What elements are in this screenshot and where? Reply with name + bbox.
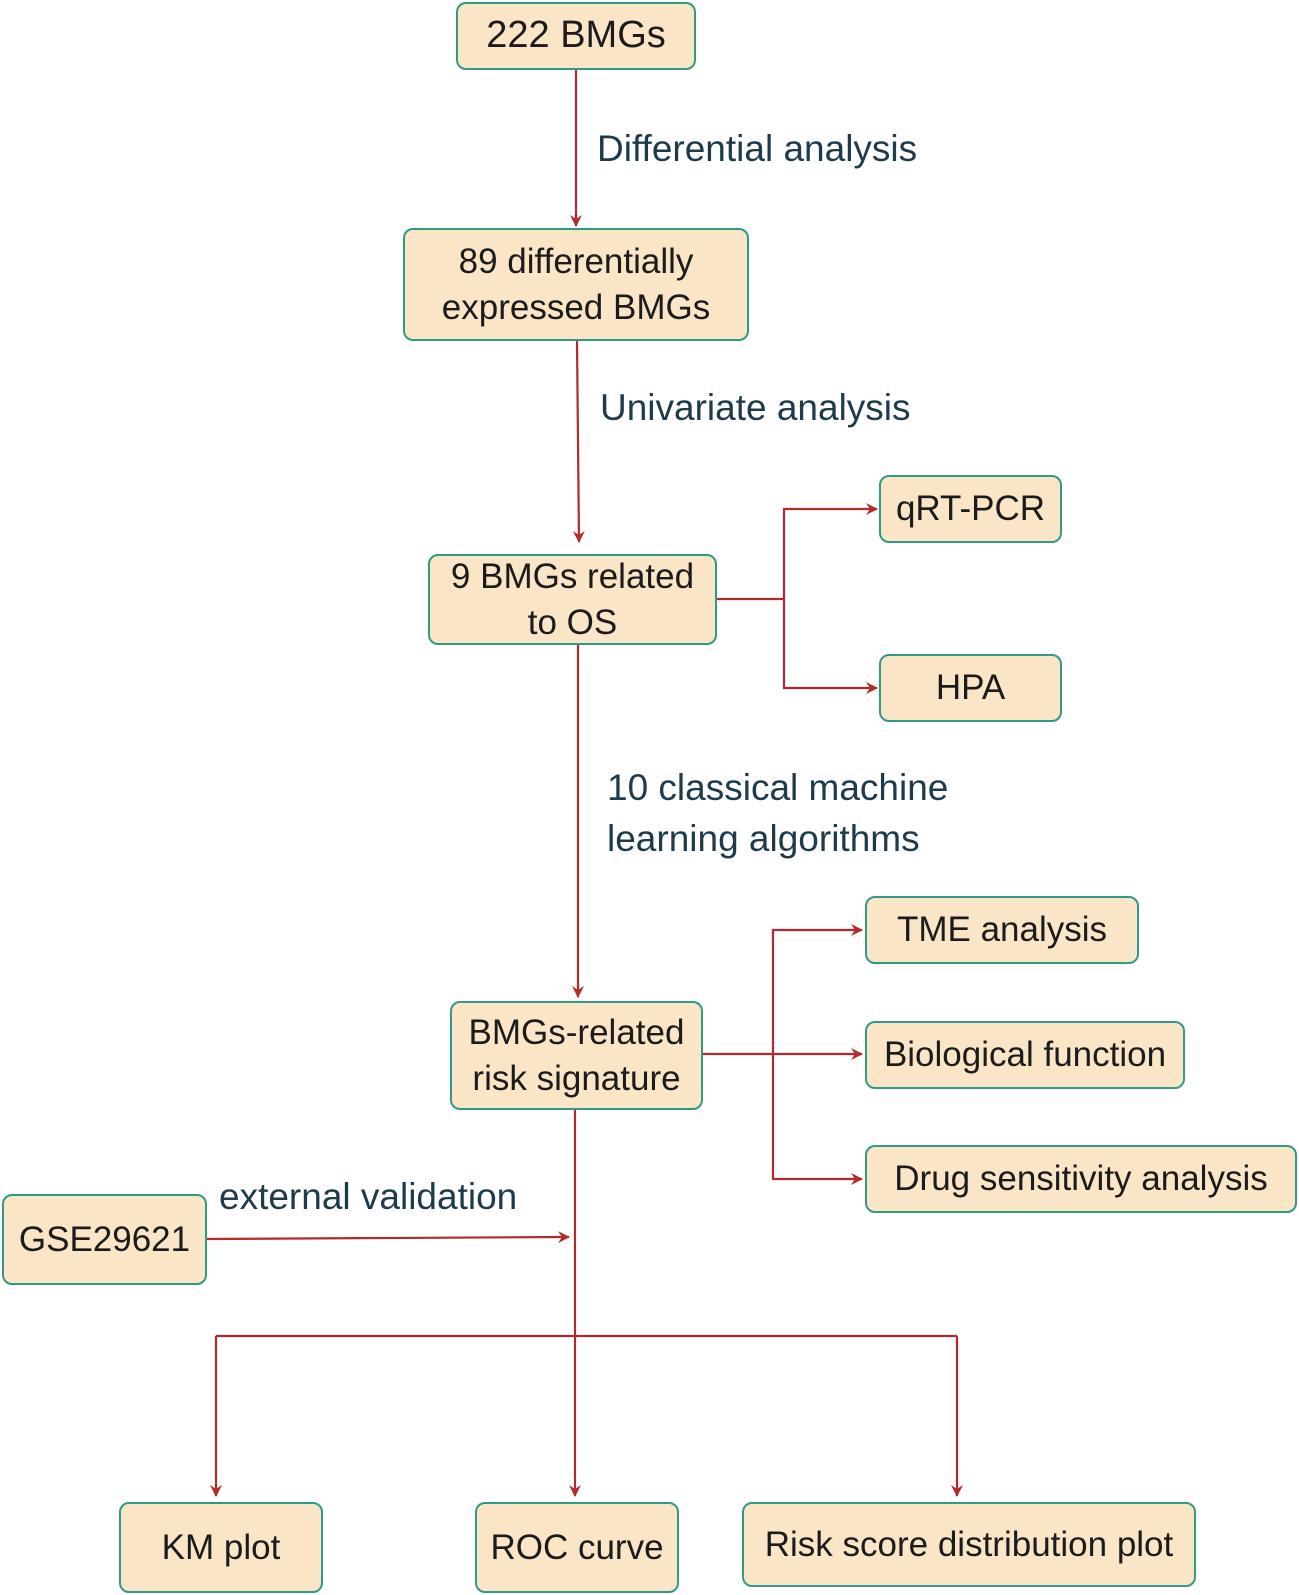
label-differential-analysis: Differential analysis xyxy=(597,128,918,169)
node-9-label: 9 BMGs related to OS xyxy=(450,557,695,642)
node-tme-analysis: TME analysis xyxy=(865,896,1139,964)
node-roc-label: ROC curve xyxy=(490,1527,664,1567)
node-hpa-label: HPA xyxy=(935,668,1006,708)
arrow-9-to-qrtpcr xyxy=(717,503,878,601)
label-ml-algorithms: 10 classical machine learning algorithms xyxy=(607,767,949,860)
label-external-validation: external validation xyxy=(219,1176,518,1217)
node-roc-curve: ROC curve xyxy=(475,1502,679,1593)
node-89-differentially-expressed: 89 differentially expressed BMGs xyxy=(403,228,749,341)
node-tme-label: TME analysis xyxy=(896,910,1108,950)
node-biological-label: Biological function xyxy=(883,1035,1167,1075)
node-biological-function: Biological function xyxy=(865,1021,1185,1089)
node-km-plot: KM plot xyxy=(119,1502,323,1593)
arrow-signature-to-drug xyxy=(771,1054,863,1185)
node-222-bmgs-label: 222 BMGs xyxy=(486,14,666,57)
node-9-bmgs-os: 9 BMGs related to OS xyxy=(428,554,717,645)
arrow-signature-to-tme xyxy=(703,924,863,1056)
label-univariate-analysis: Univariate analysis xyxy=(600,387,911,428)
node-qrt-pcr: qRT-PCR xyxy=(879,475,1062,543)
node-risk-signature-label: BMGs-related risk signature xyxy=(468,1013,685,1098)
arrow-89-to-9 xyxy=(572,340,585,543)
node-222-bmgs: 222 BMGs xyxy=(456,2,696,70)
node-km-label: KM plot xyxy=(161,1527,281,1567)
arrow-gse-to-validation xyxy=(206,1231,570,1244)
arrow-9-to-hpa xyxy=(782,599,878,694)
node-hpa: HPA xyxy=(879,654,1062,722)
node-risk-signature: BMGs-related risk signature xyxy=(450,1001,703,1110)
node-89-label: 89 differentially expressed BMGs xyxy=(441,242,711,327)
node-risk-score-label: Risk score distribution plot xyxy=(764,1524,1174,1564)
node-qrt-pcr-label: qRT-PCR xyxy=(895,489,1046,529)
node-drug-sensitivity: Drug sensitivity analysis xyxy=(865,1145,1297,1213)
node-risk-score-plot: Risk score distribution plot xyxy=(742,1502,1196,1587)
node-gse-label: GSE29621 xyxy=(18,1219,191,1259)
node-drug-label: Drug sensitivity analysis xyxy=(894,1159,1268,1199)
node-gse29621: GSE29621 xyxy=(2,1194,207,1285)
